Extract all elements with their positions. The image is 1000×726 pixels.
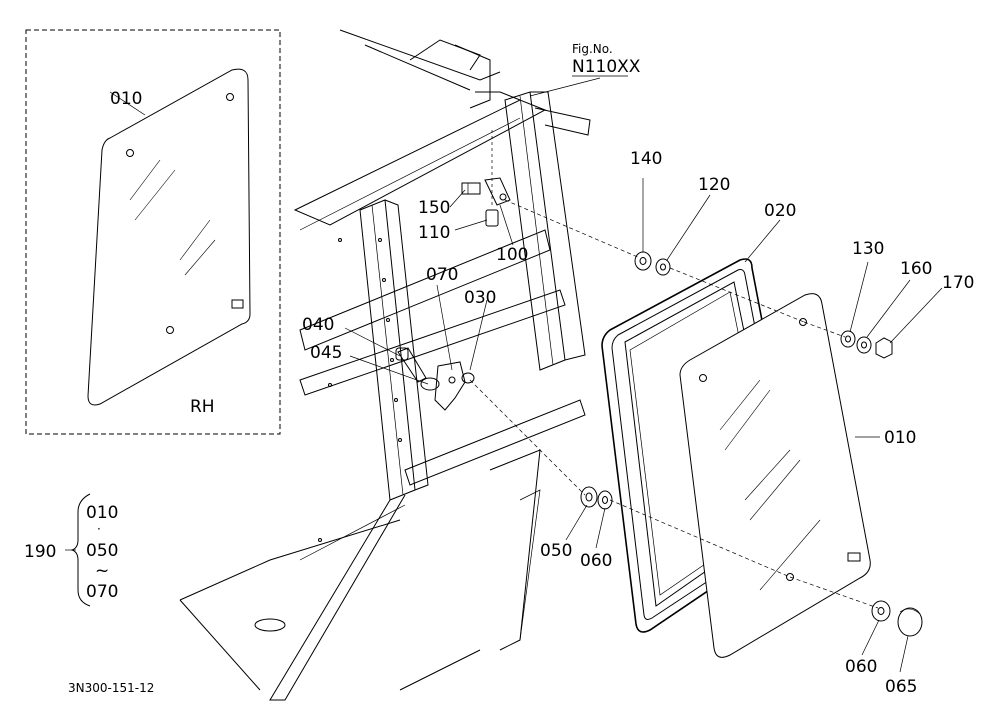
fig-no-label: Fig.No. xyxy=(572,42,613,56)
labels: Fig.No. N110XX RH 3N300-151-12 010 010 0… xyxy=(24,42,974,697)
fig-no-value: N110XX xyxy=(572,57,641,77)
bracket-100 xyxy=(484,177,511,206)
rh-glass-mark xyxy=(231,299,244,309)
washer-050 xyxy=(580,486,598,508)
part-label-070: 070 xyxy=(426,265,458,285)
part-label-030: 030 xyxy=(464,288,496,308)
part-label-040: 040 xyxy=(302,315,334,335)
set-label-190: 190 xyxy=(24,542,56,562)
washer-060-a xyxy=(597,490,613,510)
part-label-120: 120 xyxy=(698,175,730,195)
washer-120 xyxy=(655,258,671,276)
rh-glass-hole xyxy=(166,326,174,334)
part-label-010-inset: 010 xyxy=(110,89,142,109)
hardware xyxy=(395,130,923,637)
part-label-020: 020 xyxy=(764,201,796,221)
inset-frame xyxy=(25,29,281,435)
assembly-lines xyxy=(469,199,879,609)
part-label-160: 160 xyxy=(900,259,932,279)
set-first: 010 xyxy=(86,503,118,523)
set-dot: · xyxy=(97,522,101,536)
latch-030 xyxy=(434,361,466,411)
part-label-150: 150 xyxy=(418,198,450,218)
cab-frame xyxy=(179,29,591,701)
leader-010-inset xyxy=(109,91,146,116)
cap-065 xyxy=(897,607,923,637)
bolt-150 xyxy=(461,182,481,195)
washer-060-b xyxy=(871,600,891,622)
part-label-060-b: 060 xyxy=(845,657,877,677)
part-label-170: 170 xyxy=(942,273,974,293)
bolt-040 xyxy=(397,347,427,383)
rh-glass-hole xyxy=(126,149,134,157)
part-label-140: 140 xyxy=(630,149,662,169)
leader-lines xyxy=(344,75,943,673)
part-label-060-a: 060 xyxy=(580,551,612,571)
part-label-110: 110 xyxy=(418,223,450,243)
part-label-010: 010 xyxy=(884,428,916,448)
set-bracket xyxy=(65,493,91,607)
washer-140 xyxy=(634,251,652,271)
inset-label-rh: RH xyxy=(190,397,215,417)
set-middle: 050 xyxy=(86,541,118,561)
figure-code: 3N300-151-12 xyxy=(68,681,154,695)
washer-045 xyxy=(420,377,440,391)
window-glass-010 xyxy=(679,293,871,658)
knob-070 xyxy=(461,372,475,384)
inset-rh xyxy=(25,29,281,435)
part-label-065: 065 xyxy=(885,677,917,697)
rh-glass-hole xyxy=(226,93,234,101)
washer-130 xyxy=(840,330,856,348)
part-label-045: 045 xyxy=(310,343,342,363)
nut-110 xyxy=(485,209,499,227)
nut-170 xyxy=(875,337,893,359)
set-tilde: ~ xyxy=(95,561,109,581)
rh-glass-panel xyxy=(87,68,251,406)
part-label-130: 130 xyxy=(852,239,884,259)
washer-160 xyxy=(856,336,872,354)
part-label-050: 050 xyxy=(540,541,572,561)
set-last: 070 xyxy=(86,582,118,602)
part-label-100: 100 xyxy=(496,245,528,265)
